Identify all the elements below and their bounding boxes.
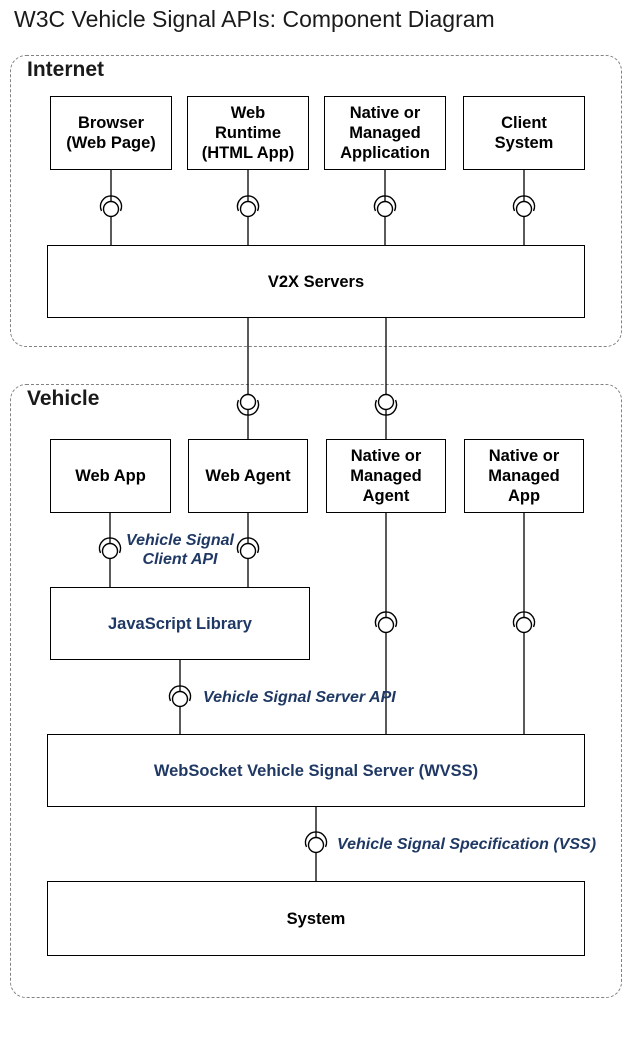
component-box-client-system: Client System (463, 96, 585, 170)
component-box-v2x-servers: V2X Servers (47, 245, 585, 318)
internet-zone (10, 55, 622, 347)
internet-zone-label: Internet (27, 58, 105, 81)
component-box-native-app: Native or Managed App (464, 439, 584, 513)
interface-socket-icon (99, 195, 123, 218)
client-api-label: Vehicle Signal Client API (126, 532, 234, 568)
interface-socket-icon-flipped (374, 393, 398, 416)
interface-socket-icon (236, 537, 260, 560)
component-box-web-runtime: Web Runtime (HTML App) (187, 96, 309, 170)
interface-socket-icon (304, 831, 328, 854)
vss-label: Vehicle Signal Specification (VSS) (337, 836, 597, 853)
component-box-web-app: Web App (50, 439, 171, 513)
component-box-native-application: Native or Managed Application (324, 96, 446, 170)
interface-socket-icon (168, 685, 192, 708)
component-box-native-agent: Native or Managed Agent (326, 439, 446, 513)
server-api-label: Vehicle Signal Server API (203, 689, 396, 706)
interface-socket-icon (236, 195, 260, 218)
component-box-javascript-library: JavaScript Library (50, 587, 310, 660)
interface-socket-icon (98, 537, 122, 560)
component-box-web-agent: Web Agent (188, 439, 308, 513)
interface-socket-icon (512, 195, 536, 218)
vehicle-zone-label: Vehicle (27, 387, 100, 410)
component-box-wvss: WebSocket Vehicle Signal Server (WVSS) (47, 734, 585, 807)
component-box-browser: Browser (Web Page) (50, 96, 172, 170)
interface-socket-icon-flipped (236, 393, 260, 416)
interface-socket-icon (373, 195, 397, 218)
interface-socket-icon (512, 611, 536, 634)
interface-socket-icon (374, 611, 398, 634)
component-box-system: System (47, 881, 585, 956)
page-title: W3C Vehicle Signal APIs: Component Diagr… (14, 6, 495, 32)
vehicle-zone (10, 384, 622, 998)
